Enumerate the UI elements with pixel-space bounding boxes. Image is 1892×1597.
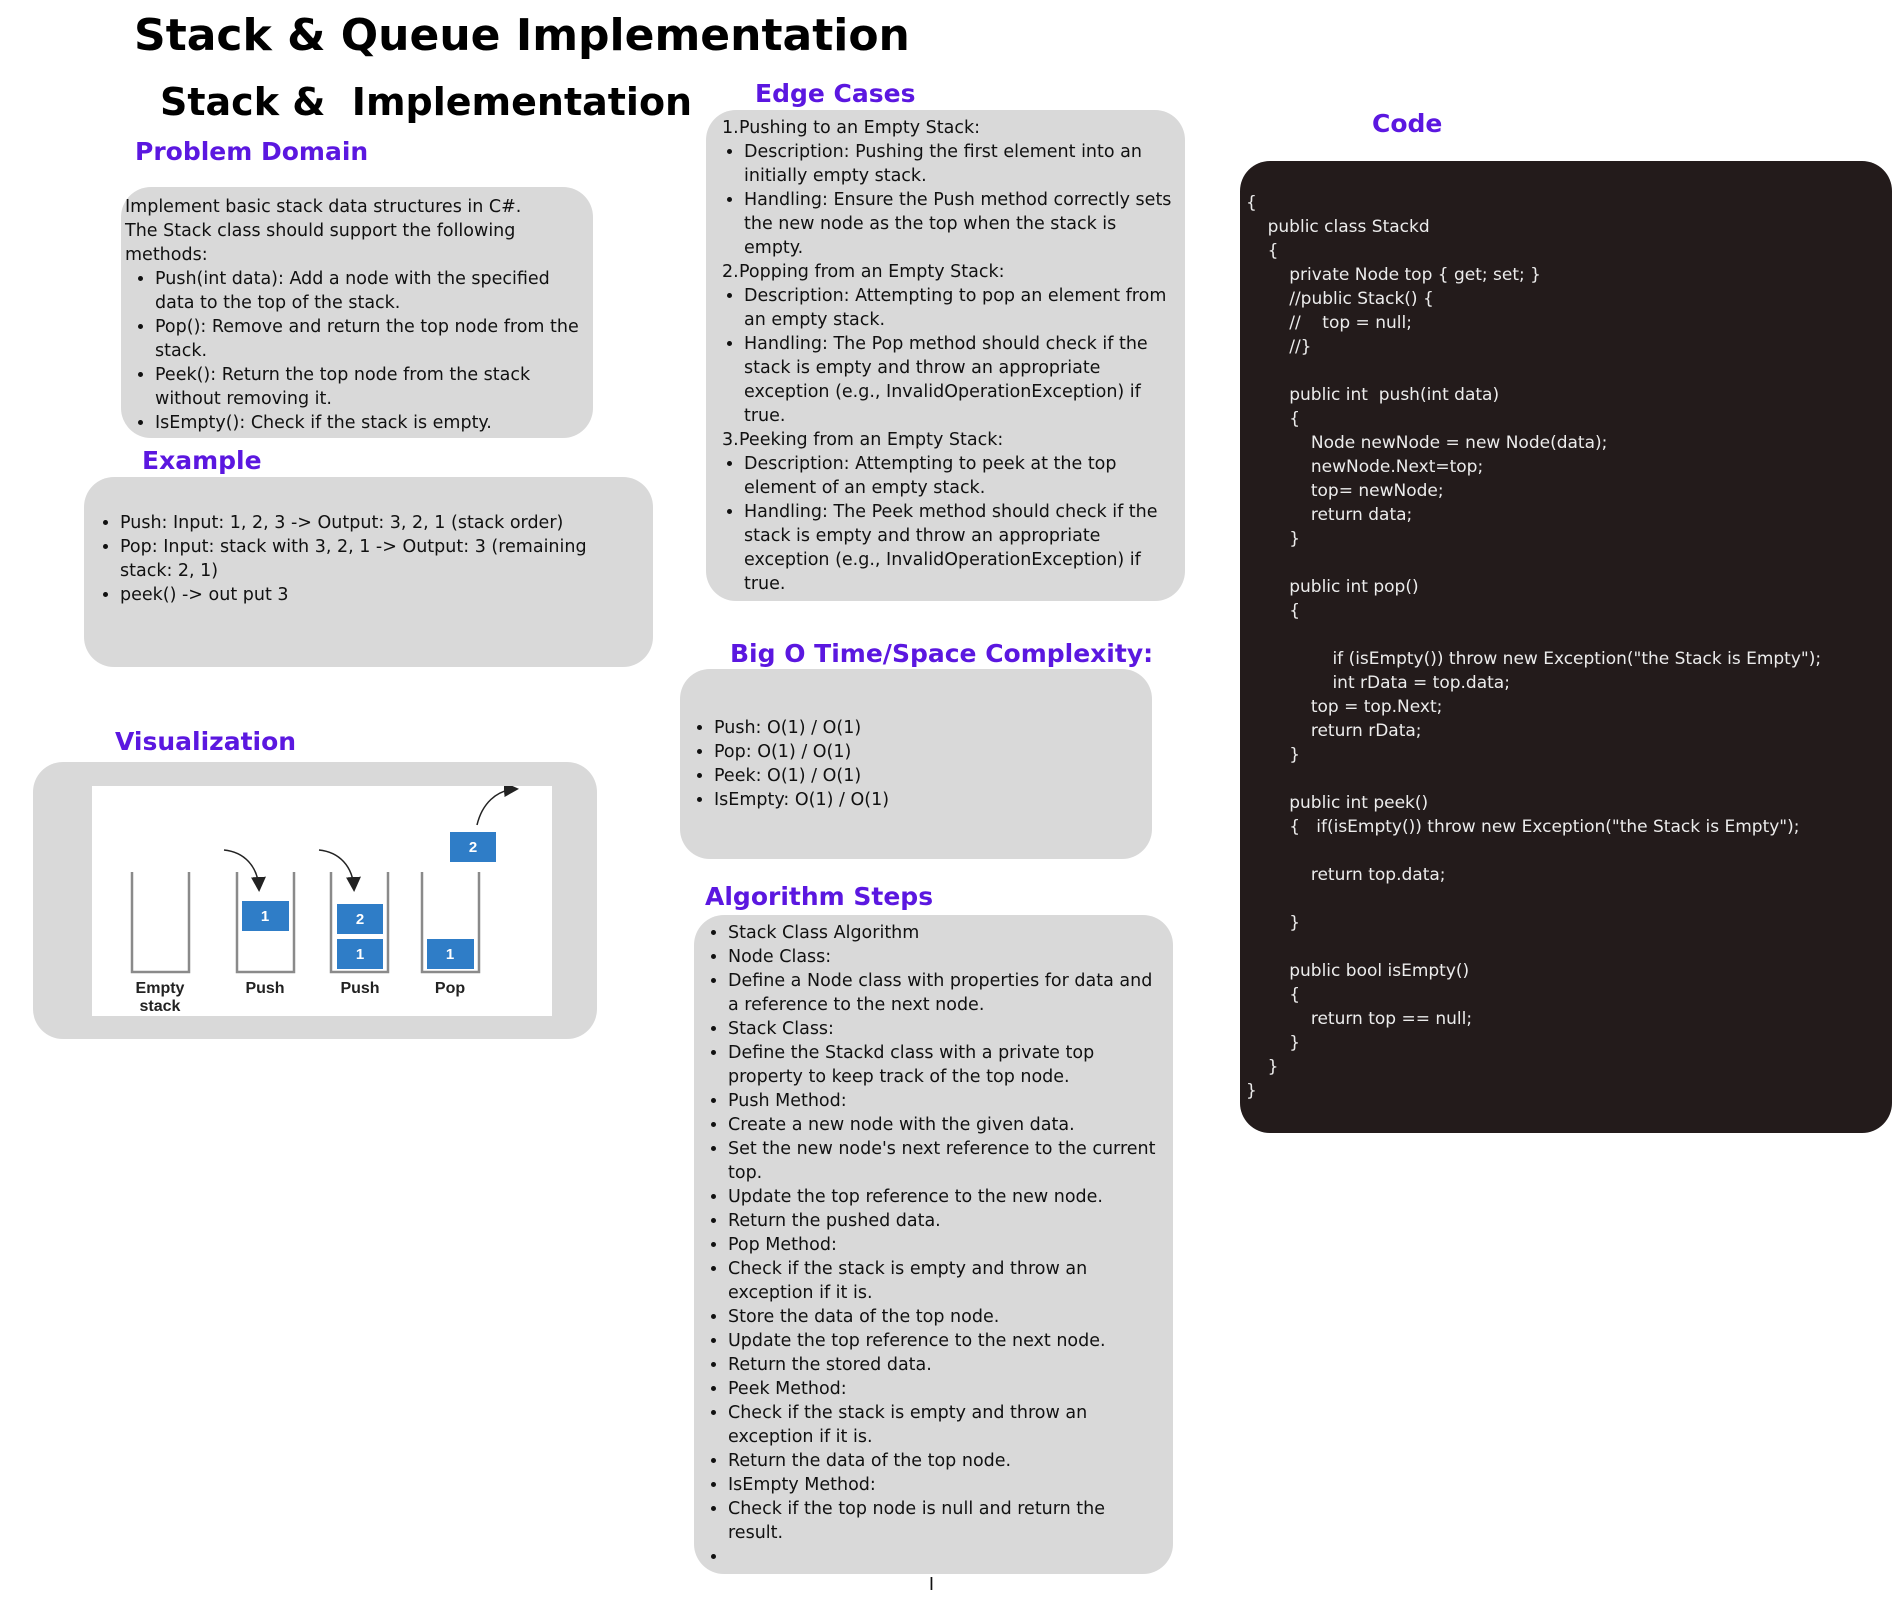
example-heading: Example xyxy=(142,446,262,475)
push2-block-1-label: 1 xyxy=(356,946,364,963)
problem-domain-intro-1: Implement basic stack data structures in… xyxy=(125,197,522,217)
push2-block-2 xyxy=(337,904,383,934)
push1-block-1-label: 1 xyxy=(261,908,269,925)
list-item: IsEmpty: O(1) / O(1) xyxy=(714,788,1142,812)
pop-block-1-label: 1 xyxy=(446,946,454,963)
list-item: Check if the stack is empty and throw an… xyxy=(728,1401,1165,1449)
list-item: Description: Attempting to pop an elemen… xyxy=(744,284,1177,332)
pop-stack-container xyxy=(420,872,481,974)
list-item: Return the data of the top node. xyxy=(728,1449,1165,1473)
list-item: Pop Method: xyxy=(728,1233,1165,1257)
stack-diagram: 1 2 1 1 2 Empty stack Push Push Pop xyxy=(92,782,552,1016)
problem-domain-heading: Problem Domain xyxy=(135,137,369,166)
algorithm-list: Stack Class Algorithm Node Class: Define… xyxy=(698,921,1165,1569)
list-item: Stack Class: xyxy=(728,1017,1165,1041)
problem-domain-intro-2: The Stack class should support the follo… xyxy=(125,221,516,265)
push2-block-1 xyxy=(337,939,383,969)
edge-cases-heading: Edge Cases xyxy=(755,79,916,108)
list-item: IsEmpty Method: xyxy=(728,1473,1165,1497)
list-item: Push Method: xyxy=(728,1089,1165,1113)
push1-block-1 xyxy=(242,901,289,931)
list-item: IsEmpty(): Check if the stack is empty. xyxy=(155,411,583,435)
push2-stack-container xyxy=(329,872,390,974)
list-item: Stack Class Algorithm xyxy=(728,921,1165,945)
text-cursor: I xyxy=(928,1575,935,1595)
empty-stack-label-2: stack xyxy=(140,998,181,1015)
edge-case-list: Description: Attempting to pop an elemen… xyxy=(722,284,1177,428)
push1-label: Push xyxy=(245,980,284,997)
list-item: Description: Attempting to peek at the t… xyxy=(744,452,1177,500)
list-item: Check if the stack is empty and throw an… xyxy=(728,1257,1165,1305)
complexity-panel: Push: O(1) / O(1) Pop: O(1) / O(1) Peek:… xyxy=(680,669,1152,859)
list-item: Description: Pushing the first element i… xyxy=(744,140,1177,188)
list-item: Node Class: xyxy=(728,945,1165,969)
list-item: Create a new node with the given data. xyxy=(728,1113,1165,1137)
list-item: Pop: Input: stack with 3, 2, 1 -> Output… xyxy=(120,535,643,583)
edge-cases-panel: 1.Pushing to an Empty Stack: Description… xyxy=(706,110,1185,601)
problem-domain-list: Push(int data): Add a node with the spec… xyxy=(125,267,583,435)
list-item: Handling: Ensure the Push method correct… xyxy=(744,188,1177,260)
list-item: Push(int data): Add a node with the spec… xyxy=(155,267,583,315)
example-panel: Push: Input: 1, 2, 3 -> Output: 3, 2, 1 … xyxy=(84,477,653,667)
list-item: Push: O(1) / O(1) xyxy=(714,716,1142,740)
list-item xyxy=(728,1545,1165,1569)
pop-label: Pop xyxy=(435,980,465,997)
code-block: { public class Stackd { private Node top… xyxy=(1246,193,1822,1101)
push2-label: Push xyxy=(340,980,379,997)
complexity-list: Push: O(1) / O(1) Pop: O(1) / O(1) Peek:… xyxy=(684,716,1142,812)
list-item: Return the stored data. xyxy=(728,1353,1165,1377)
complexity-heading: Big O Time/Space Complexity: xyxy=(730,639,1154,668)
page-title: Stack & Queue Implementation xyxy=(134,10,910,61)
example-list: Push: Input: 1, 2, 3 -> Output: 3, 2, 1 … xyxy=(90,511,643,607)
edge-case-title: 1.Pushing to an Empty Stack: xyxy=(722,118,981,138)
visualization-heading: Visualization xyxy=(115,727,297,756)
code-heading: Code xyxy=(1372,109,1443,138)
edge-case-list: Description: Pushing the first element i… xyxy=(722,140,1177,260)
list-item: Handling: The Peek method should check i… xyxy=(744,500,1177,596)
pop-block-1 xyxy=(427,939,474,969)
list-item: Pop(): Remove and return the top node fr… xyxy=(155,315,583,363)
push2-block-2-label: 2 xyxy=(356,911,364,928)
stack-diagram-svg: 1 2 1 1 2 Empty stack Push Push Pop xyxy=(130,782,519,1015)
algorithm-heading: Algorithm Steps xyxy=(705,882,934,911)
page-subtitle: Stack & Implementation xyxy=(160,80,693,124)
code-panel: { public class Stackd { private Node top… xyxy=(1240,161,1892,1133)
push1-stack-container xyxy=(235,872,296,974)
list-item: Peek: O(1) / O(1) xyxy=(714,764,1142,788)
pop-arrow-icon xyxy=(476,782,519,826)
list-item: Define a Node class with properties for … xyxy=(728,969,1165,1017)
popped-block-2 xyxy=(450,832,496,862)
empty-stack-label-1: Empty xyxy=(136,980,185,997)
list-item: Set the new node's next reference to the… xyxy=(728,1137,1165,1185)
list-item: Peek(): Return the top node from the sta… xyxy=(155,363,583,411)
list-item: Store the data of the top node. xyxy=(728,1305,1165,1329)
popped-block-2-label: 2 xyxy=(469,839,477,856)
push1-arrow-icon xyxy=(223,849,266,892)
push2-arrow-icon xyxy=(318,849,361,892)
list-item: Return the pushed data. xyxy=(728,1209,1165,1233)
list-item: Handling: The Pop method should check if… xyxy=(744,332,1177,428)
list-item: peek() -> out put 3 xyxy=(120,583,643,607)
algorithm-panel: Stack Class Algorithm Node Class: Define… xyxy=(694,915,1173,1595)
list-item: Pop: O(1) / O(1) xyxy=(714,740,1142,764)
list-item: Define the Stackd class with a private t… xyxy=(728,1041,1165,1089)
problem-domain-panel: Implement basic stack data structures in… xyxy=(121,187,593,438)
empty-stack-container xyxy=(130,872,191,974)
list-item: Check if the top node is null and return… xyxy=(728,1497,1165,1545)
edge-case-title: 2.Popping from an Empty Stack: xyxy=(722,262,1005,282)
list-item: Peek Method: xyxy=(728,1377,1165,1401)
edge-case-list: Description: Attempting to peek at the t… xyxy=(722,452,1177,596)
edge-case-title: 3.Peeking from an Empty Stack: xyxy=(722,430,1004,450)
list-item: Push: Input: 1, 2, 3 -> Output: 3, 2, 1 … xyxy=(120,511,643,535)
list-item: Update the top reference to the next nod… xyxy=(728,1329,1165,1353)
list-item: Update the top reference to the new node… xyxy=(728,1185,1165,1209)
